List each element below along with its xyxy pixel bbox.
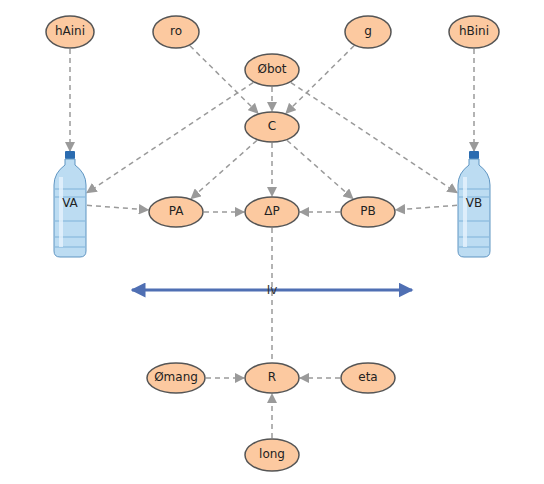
ellipse-node: hAini	[45, 15, 95, 49]
ellipse-node: hBini	[448, 15, 500, 49]
ellipse-outline	[46, 16, 94, 48]
edge-label: Iv	[267, 283, 278, 297]
node-label: C	[268, 120, 276, 133]
dashed-connector	[271, 394, 273, 438]
ellipse-node: PB	[340, 196, 396, 228]
ellipse-node: Øbot	[244, 53, 300, 87]
node-label: Ømang	[154, 371, 198, 384]
ellipse-outline	[147, 363, 205, 393]
dashed-connector	[191, 140, 257, 198]
bottle-node: VA	[53, 151, 87, 257]
bottle-shine	[463, 177, 467, 247]
dashed-connector	[396, 205, 457, 210]
ellipse-node: ro	[152, 15, 200, 49]
dashed-connector	[87, 205, 148, 210]
dashed-connector	[286, 46, 354, 113]
node-label: hBini	[459, 25, 489, 38]
ellipse-node: R	[244, 362, 300, 394]
dashed-connector	[300, 211, 340, 213]
node-label: g	[364, 25, 372, 38]
ellipse-outline	[341, 197, 395, 227]
dashed-connector	[271, 143, 273, 196]
node-label: ro	[170, 25, 182, 38]
ellipse-node: ΔP	[244, 196, 300, 228]
dashed-connector	[287, 140, 353, 198]
dashed-connector	[473, 49, 475, 151]
dashed-connector	[291, 83, 457, 193]
ellipse-outline	[149, 197, 203, 227]
node-label: Øbot	[257, 63, 286, 76]
ellipse-node: PA	[148, 196, 204, 228]
node-label: VA	[62, 197, 78, 210]
bottle-cap	[65, 151, 75, 159]
node-label: long	[259, 448, 285, 461]
ellipse-node: eta	[340, 362, 396, 394]
dashed-connector	[204, 211, 244, 213]
ellipse-outline	[449, 16, 499, 48]
ellipse-outline	[345, 16, 391, 48]
ellipse-outline	[245, 54, 299, 86]
bottle-shine	[59, 177, 63, 247]
dashed-connector	[69, 49, 71, 151]
bottle-node: VB	[457, 151, 491, 257]
dashed-connector	[271, 87, 273, 111]
ellipse-node: Ømang	[146, 362, 206, 394]
bottle-cap	[469, 151, 479, 159]
ellipse-outline	[341, 363, 395, 393]
ellipse-outline	[245, 439, 299, 471]
ellipse-outline	[153, 16, 199, 48]
ellipse-outline	[245, 197, 299, 227]
node-label: VB	[466, 197, 482, 210]
ellipse-outline	[245, 112, 299, 142]
dashed-connector	[190, 46, 258, 113]
node-label: hAini	[55, 25, 85, 38]
ellipse-node: g	[344, 15, 392, 49]
node-label: eta	[358, 371, 377, 384]
ellipse-outline	[245, 363, 299, 393]
dashed-connector	[300, 377, 340, 379]
dashed-connector	[206, 377, 244, 379]
node-label: PB	[360, 205, 375, 218]
ellipse-node: long	[244, 438, 300, 472]
bottle-body	[54, 159, 86, 257]
bottle-body	[458, 159, 490, 257]
node-label: R	[268, 371, 276, 384]
node-label: PA	[169, 205, 184, 218]
dashed-connector	[87, 83, 253, 193]
node-label: ΔP	[264, 205, 279, 218]
ellipse-node: C	[244, 111, 300, 143]
